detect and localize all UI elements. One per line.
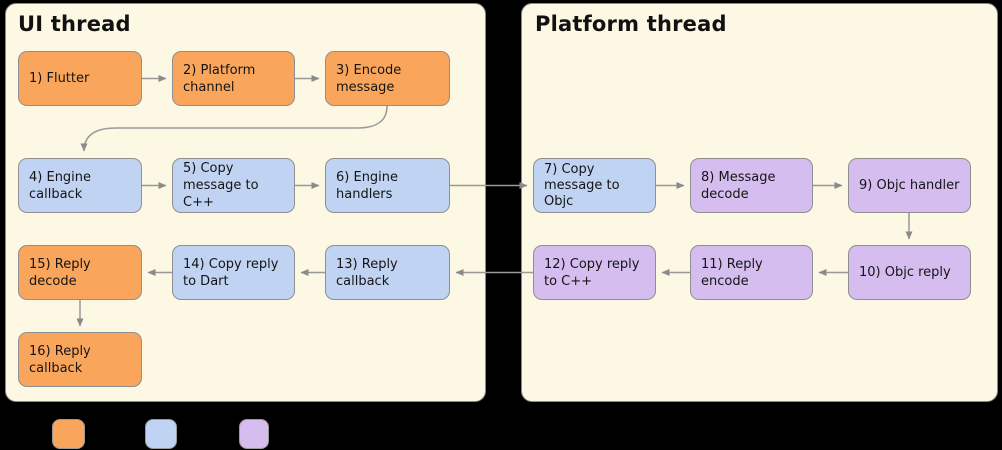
node-9-objc-handler: 9) Objc handler [848,158,971,213]
node-2-platform-channel: 2) Platform channel [172,51,295,106]
node-4-engine-callback: 4) Engine callback [18,158,142,213]
node-8-message-decode: 8) Message decode [690,158,813,213]
node-1-flutter: 1) Flutter [18,51,142,106]
node-7-copy-message-to-objc: 7) Copy message to Objc [533,158,656,213]
legend-swatch-blue [145,419,177,449]
legend-swatch-purple [239,419,269,449]
node-14-copy-reply-to-dart: 14) Copy reply to Dart [172,245,295,300]
legend-swatch-orange [52,419,85,449]
node-5-copy-message-to-cpp: 5) Copy message to C++ [172,158,295,213]
node-13-reply-callback: 13) Reply callback [325,245,450,300]
node-3-encode-message: 3) Encode message [325,51,450,106]
node-12-copy-reply-to-cpp: 12) Copy reply to C++ [533,245,656,300]
node-11-reply-encode: 11) Reply encode [690,245,813,300]
node-16-reply-callback: 16) Reply callback [18,332,142,387]
node-15-reply-decode: 15) Reply decode [18,245,142,300]
panel-title-platform-thread: Platform thread [535,12,727,36]
node-10-objc-reply: 10) Objc reply [848,245,971,300]
node-6-engine-handlers: 6) Engine handlers [325,158,450,213]
panel-title-ui-thread: UI thread [18,12,131,36]
